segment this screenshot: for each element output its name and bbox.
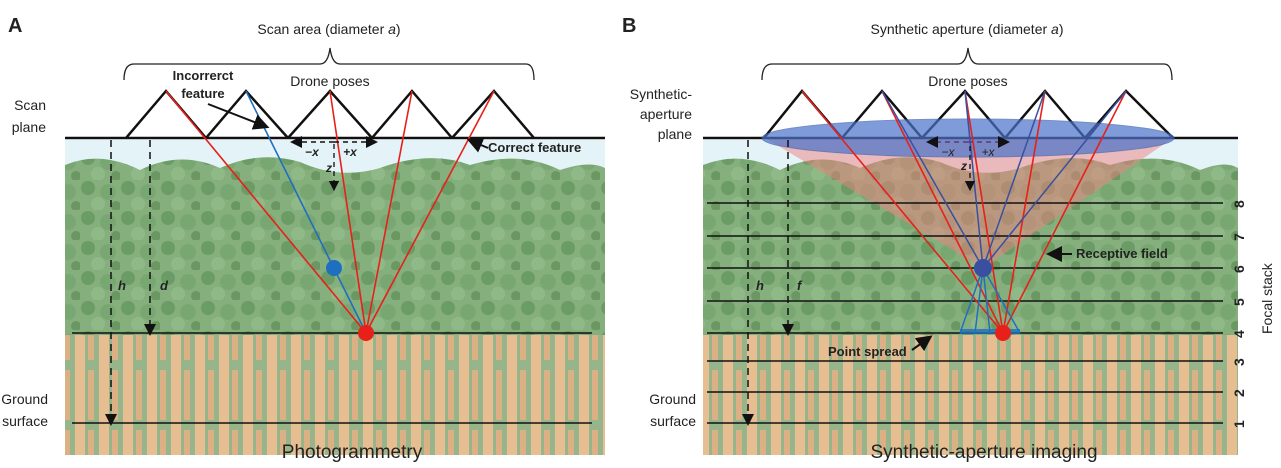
focal-stack-label: Focal stack <box>1259 262 1275 334</box>
panel-caption: Photogrammetry <box>282 442 423 463</box>
point-spread-bar <box>960 329 1020 334</box>
z-label: z <box>325 161 332 175</box>
point-spread-rays <box>959 267 1021 334</box>
minus-x-label: −x <box>305 145 320 159</box>
focused-point <box>974 259 992 277</box>
focal-number: 8 <box>1231 200 1247 208</box>
drone-poses-label: Drone poses <box>928 73 1007 89</box>
ray <box>982 90 1127 269</box>
drone-poses-label: Drone poses <box>290 73 369 89</box>
aperture-bracket <box>761 47 1173 81</box>
focal-number: 6 <box>1231 265 1247 273</box>
aperture-plane-label-line2: aperture <box>640 106 692 122</box>
h-label: h <box>118 278 126 293</box>
incorrect-ray <box>245 90 367 334</box>
focal-number: 2 <box>1231 389 1247 397</box>
ray <box>982 267 991 334</box>
ground-surface-label-line2: surface <box>650 413 696 429</box>
focal-number: 4 <box>1231 330 1247 338</box>
panel-caption: Synthetic-aperture imaging <box>870 442 1097 463</box>
ray <box>801 90 1004 334</box>
ray <box>982 90 1046 269</box>
ground-surface-label-line1: Ground <box>649 391 696 407</box>
target-point <box>995 325 1011 341</box>
receptive-field-label: Receptive field <box>1076 246 1168 261</box>
incorrect-feature-arrow <box>207 103 270 130</box>
plus-x-label: +x <box>981 145 995 159</box>
correct-feature-point <box>358 325 374 341</box>
scan-area-bracket <box>123 47 535 81</box>
ground-surface-label-line2: surface <box>2 413 48 429</box>
ray <box>881 90 1004 334</box>
plus-x-label: +x <box>343 145 358 159</box>
blue-rays <box>881 90 1127 269</box>
panel-b: B Synthetic aperture (diameter a) Drone … <box>622 15 1275 463</box>
incorrect-feature-label-line2: feature <box>181 86 224 101</box>
ray <box>881 90 984 269</box>
drone-pose <box>451 89 535 139</box>
correct-rays <box>165 90 495 334</box>
bracket-label: Synthetic aperture (diameter a) <box>871 21 1064 37</box>
drone-pose <box>287 89 373 139</box>
h-label: h <box>756 278 764 293</box>
incorrect-feature-point <box>326 260 342 276</box>
ray <box>365 90 495 334</box>
ray <box>1002 90 1046 334</box>
ray <box>1002 90 1127 334</box>
f-label: f <box>797 278 803 293</box>
bracket-label: Scan area (diameter a) <box>257 21 400 37</box>
forest-trunks <box>65 335 605 455</box>
minus-x-label: −x <box>941 145 955 159</box>
ray <box>329 90 367 334</box>
focal-number: 5 <box>1231 298 1247 306</box>
focal-stack-numbers: 1 2 3 4 5 6 7 8 <box>1231 200 1247 428</box>
panel-letter: A <box>8 15 22 37</box>
scan-plane-label-line2: plane <box>12 119 46 135</box>
ray <box>964 90 984 269</box>
focal-number: 1 <box>1231 420 1247 428</box>
panel-a: A Scan area (diameter a) Drone poses Sca… <box>1 15 605 463</box>
ground-surface-label-line1: Ground <box>1 391 48 407</box>
ray <box>165 90 367 334</box>
d-label: d <box>160 278 169 293</box>
panel-letter: B <box>622 15 636 37</box>
ray <box>959 267 984 334</box>
correct-feature-label: Correct feature <box>488 140 581 155</box>
ray <box>974 267 984 334</box>
focal-number: 7 <box>1231 233 1247 241</box>
point-spread-label: Point spread <box>828 344 907 359</box>
aperture-plane-label-line3: plane <box>658 126 692 142</box>
z-label: z <box>960 159 967 173</box>
forest-trunks <box>703 335 1238 455</box>
incorrect-feature-label-line1: Incorrerct <box>173 68 234 83</box>
focal-number: 3 <box>1231 358 1247 366</box>
forest-canopy <box>65 157 605 335</box>
ray <box>365 90 413 334</box>
drone-pose <box>371 89 453 139</box>
scan-plane-label-line1: Scan <box>14 97 46 113</box>
correct-feature-arrow <box>466 137 489 153</box>
ray <box>982 267 1021 334</box>
point-spread-arrow <box>911 335 933 352</box>
aperture-plane-label-line1: Synthetic- <box>630 86 693 102</box>
